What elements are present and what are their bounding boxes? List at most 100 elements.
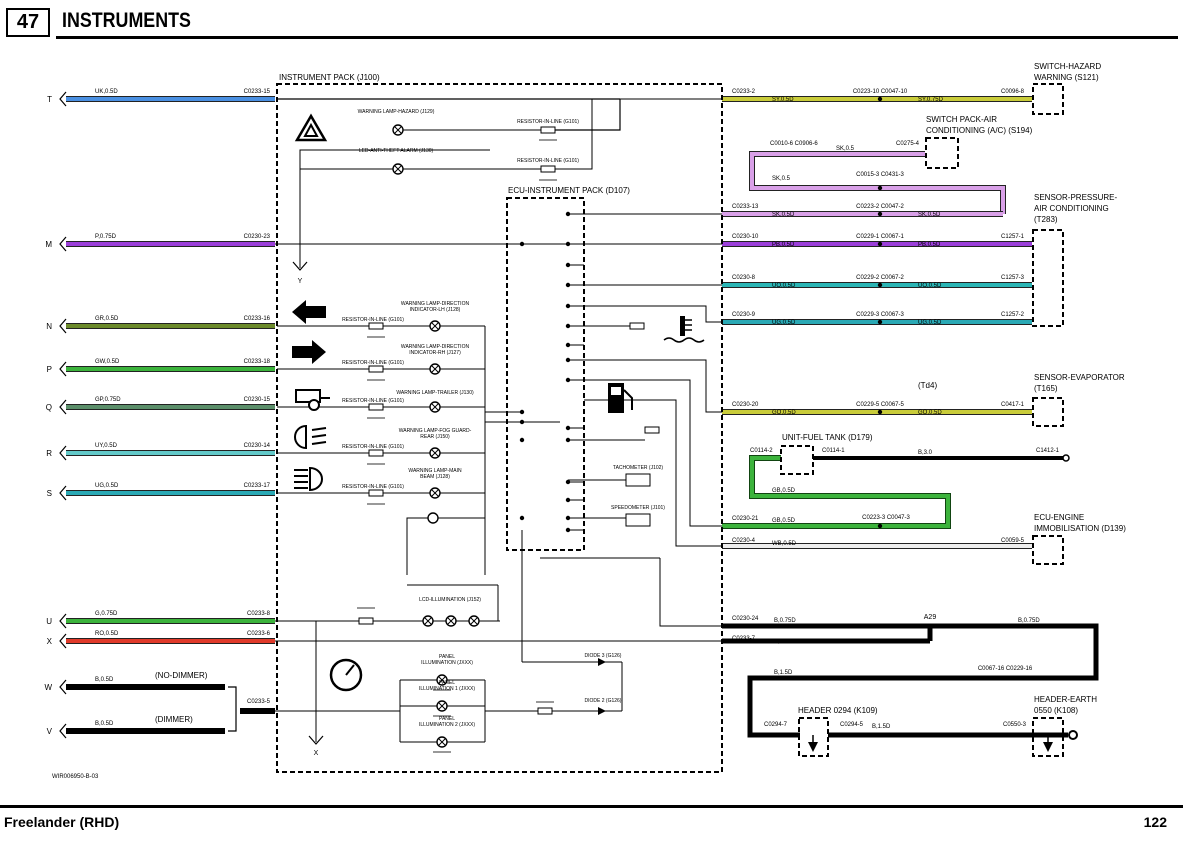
earth-c2: C0294-5 (840, 722, 864, 728)
wire-spec-M: P,0.75D (95, 234, 117, 240)
immob-box (1032, 535, 1064, 565)
speedo-label: SPEEDOMETER (J101) (611, 505, 665, 511)
earth-mid-dot (1002, 675, 1008, 681)
ground-x-icon (308, 735, 324, 745)
hazard-lamp-x2 (394, 126, 402, 134)
ac-dot (877, 185, 883, 191)
dir-lh-label-2: INDICATOR-LH (J128) (410, 307, 461, 313)
fog-lamp-x2 (431, 449, 439, 457)
anti-theft-feed (555, 99, 593, 170)
fuel-gb1: GB,0.5D (772, 488, 796, 494)
earth-main (722, 623, 1099, 738)
trailer-resistor-label: RESISTOR-IN-LINE (G101) (342, 398, 404, 404)
pin-letter-X: X (47, 637, 53, 646)
left-arrow-icon (292, 300, 326, 324)
main-beam-resistor-label: RESISTOR-IN-LINE (G101) (342, 484, 404, 490)
ecu-terminal-10 (565, 437, 571, 443)
r3-wire-w1: PB,0.5D (772, 242, 795, 248)
pin-letter-P: P (47, 365, 52, 374)
temp-gauge-resistor (629, 322, 645, 330)
r2-wire-left-conn: C0233-13 (732, 204, 759, 210)
r6-wire-w1: GO,0.5D (772, 410, 796, 416)
drawing-reference: WIR006950-B-03 (52, 774, 99, 780)
right-arrow-icon (292, 340, 326, 364)
pin-letter-U: U (46, 617, 52, 626)
panel_0-label-2: ILLUMINATION (JXXX) (421, 660, 473, 666)
lcd-resistor (358, 617, 374, 625)
ecu-left-term-3 (519, 437, 525, 443)
tachometer-box (625, 473, 651, 487)
wire-spec-P: GW,0.5D (95, 359, 120, 365)
pin-arrow-R (59, 445, 67, 461)
evap-sensor-box (1032, 397, 1064, 427)
fuel-gb (722, 456, 950, 528)
diode3-icon (598, 658, 606, 666)
ground-y-icon (292, 261, 308, 271)
header-0294-arrow (808, 742, 818, 752)
r7-dot (877, 523, 883, 529)
wire-spec-V: B,0.5D (95, 721, 114, 727)
instrument-pack-box (276, 83, 723, 773)
ecu-left-term-0 (519, 241, 525, 247)
ecu-terminal-9 (565, 425, 571, 431)
hazard-switch-label-2: WARNING (S121) (1034, 73, 1099, 82)
wire-spec-Q: GP,0.75D (95, 397, 121, 403)
fog-lamp-icon (294, 424, 307, 450)
immob-label-2: IMMOBILISATION (D139) (1034, 524, 1126, 533)
fuel-tank-label: UNIT-FUEL TANK (D179) (782, 433, 873, 442)
hazard-lamp-label: WARNING LAMP-HAZARD (J129) (358, 109, 435, 115)
dir-lh-lamp-x2 (431, 322, 439, 330)
panel_0-label-1: PANEL (439, 654, 455, 660)
ecu-terminal-2 (565, 262, 571, 268)
pin-arrow-S (59, 485, 67, 501)
pin-arrow-Q (59, 399, 67, 415)
ecu-left-term-2 (519, 419, 525, 425)
connector-U: C0233-8 (247, 611, 271, 617)
fog-ray-2 (311, 441, 327, 445)
connector-X: C0233-6 (247, 631, 271, 637)
panel_2-label-2: ILLUMINATION 2 (JXXX) (419, 722, 475, 728)
ecu-terminal-0 (565, 211, 571, 217)
connector-N: C0233-16 (244, 316, 271, 322)
pin-letter-T: T (47, 95, 52, 104)
ac-w1: SK,0.5 (836, 146, 855, 152)
dir-rh-resistor (368, 365, 384, 373)
pin-arrow-V (59, 723, 67, 739)
fog-resistor-label: RESISTOR-IN-LINE (G101) (342, 444, 404, 450)
r5-wire-mid-dot (877, 319, 883, 325)
r7-left-conn: C0230-21 (732, 516, 759, 522)
lcd-label: LCD-ILLUMINATION (J152) (419, 597, 481, 603)
ecu-r6 (584, 359, 722, 413)
diode2-icon (598, 707, 606, 715)
r5-wire-w1: UG,0.5D (772, 320, 796, 326)
pin-letter-S: S (47, 489, 52, 498)
r5-wire-w2: UG,0.5D (918, 320, 942, 326)
r3-wire-left-conn: C0230-10 (732, 234, 759, 240)
r6-wire-left-conn: C0230-20 (732, 402, 759, 408)
r9-w1: B,0.75D (774, 618, 796, 624)
hazard-triangle-inner (303, 122, 319, 137)
ecu-to-earth-b (659, 558, 722, 627)
pin-arrow-P (59, 361, 67, 377)
resistor-top2-label: RESISTOR-IN-LINE (G101) (517, 158, 579, 164)
lcd-lamp-1-x2 (424, 617, 432, 625)
dir-rh-label-2: INDICATOR-RH (J127) (409, 350, 461, 356)
dimmer-bracket (228, 686, 237, 732)
ecu-pack-title: ECU-INSTRUMENT PACK (D107) (508, 186, 630, 195)
hazard-resistor (540, 126, 556, 134)
r7-w1: GB,0.5D (772, 518, 796, 524)
panel-resistor (537, 707, 553, 715)
r10-w1: B,0.75D (774, 639, 796, 645)
fog-resistor (368, 449, 384, 457)
boxes-layer (59, 83, 1078, 773)
ecu-terminal-8 (565, 377, 571, 383)
r4-wire-w1: UO,0.5D (772, 283, 796, 289)
wire-spec-T: UK,0.5D (95, 89, 118, 95)
main-beam-label-1: WARNING LAMP-MAIN (408, 468, 462, 474)
main-beam-lamp-x2 (431, 489, 439, 497)
earth-c3: C0550-3 (1003, 722, 1027, 728)
ac-loop (750, 152, 1005, 214)
trailer-wheel-icon (308, 399, 320, 411)
page-title: INSTRUMENTS (62, 9, 191, 32)
